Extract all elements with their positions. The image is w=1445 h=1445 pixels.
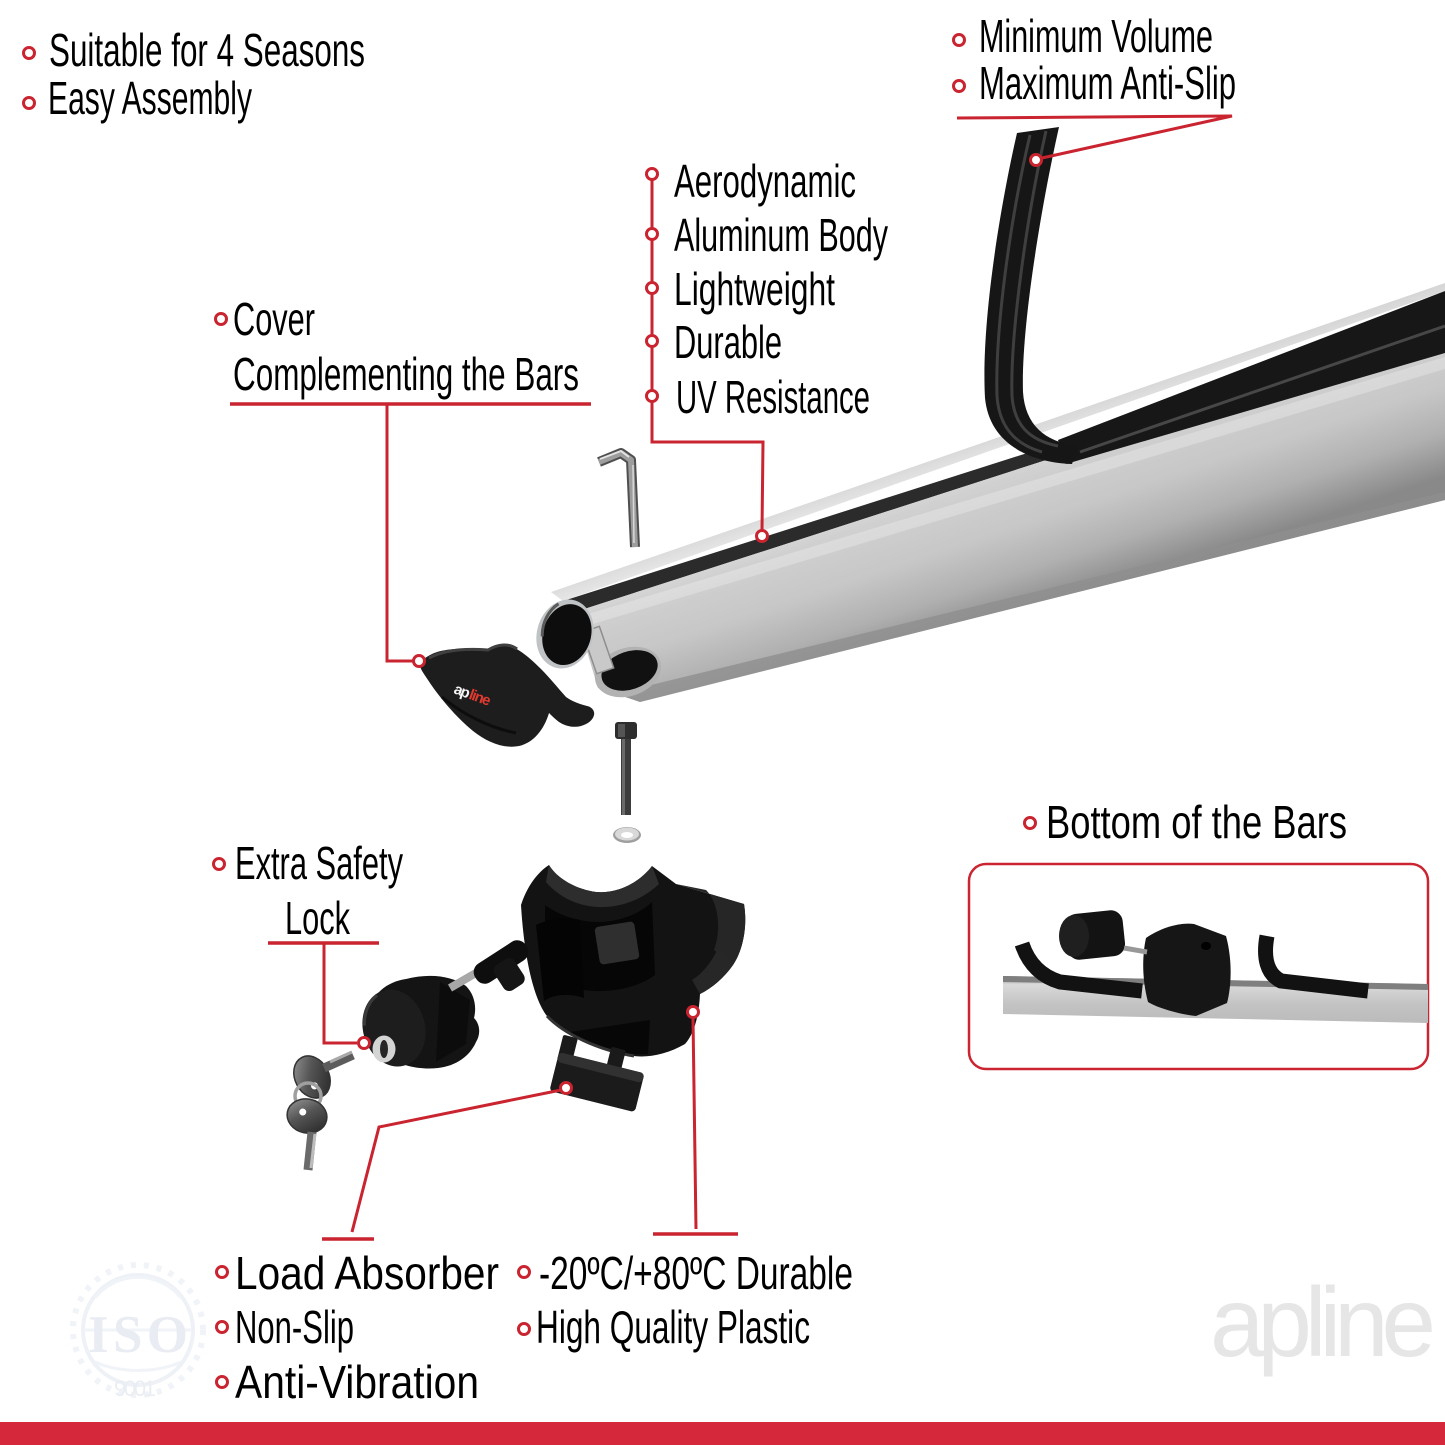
svg-text:Suitable for 4 Seasons: Suitable for 4 Seasons bbox=[49, 24, 365, 76]
svg-text:Durable: Durable bbox=[674, 316, 782, 368]
svg-text:Bottom of the Bars: Bottom of the Bars bbox=[1046, 796, 1347, 848]
svg-text:ISO: ISO bbox=[88, 1306, 188, 1364]
svg-text:9001: 9001 bbox=[114, 1376, 156, 1401]
svg-text:UV Resistance: UV Resistance bbox=[676, 371, 870, 423]
svg-text:Lock: Lock bbox=[285, 892, 351, 944]
svg-text:Aerodynamic: Aerodynamic bbox=[674, 155, 856, 207]
svg-text:Anti-Vibration: Anti-Vibration bbox=[235, 1356, 479, 1408]
svg-text:High Quality Plastic: High Quality Plastic bbox=[536, 1301, 810, 1353]
svg-text:ap: ap bbox=[452, 681, 473, 702]
svg-text:Cover: Cover bbox=[233, 293, 315, 345]
svg-text:-20ºC/+80ºC Durable: -20ºC/+80ºC Durable bbox=[539, 1247, 853, 1299]
svg-text:Maximum Anti-Slip: Maximum Anti-Slip bbox=[979, 57, 1236, 109]
svg-text:line: line bbox=[467, 686, 493, 709]
svg-text:Load Absorber: Load Absorber bbox=[235, 1247, 499, 1299]
svg-text:Extra Safety: Extra Safety bbox=[235, 837, 403, 889]
svg-text:apline: apline bbox=[1210, 1267, 1436, 1377]
svg-text:Lightweight: Lightweight bbox=[674, 263, 835, 315]
svg-text:Easy Assembly: Easy Assembly bbox=[48, 72, 252, 124]
svg-text:Complementing the Bars: Complementing the Bars bbox=[233, 348, 579, 400]
svg-text:Aluminum Body: Aluminum Body bbox=[674, 209, 888, 261]
svg-text:Non-Slip: Non-Slip bbox=[235, 1301, 354, 1353]
svg-text:Minimum Volume: Minimum Volume bbox=[979, 10, 1213, 62]
